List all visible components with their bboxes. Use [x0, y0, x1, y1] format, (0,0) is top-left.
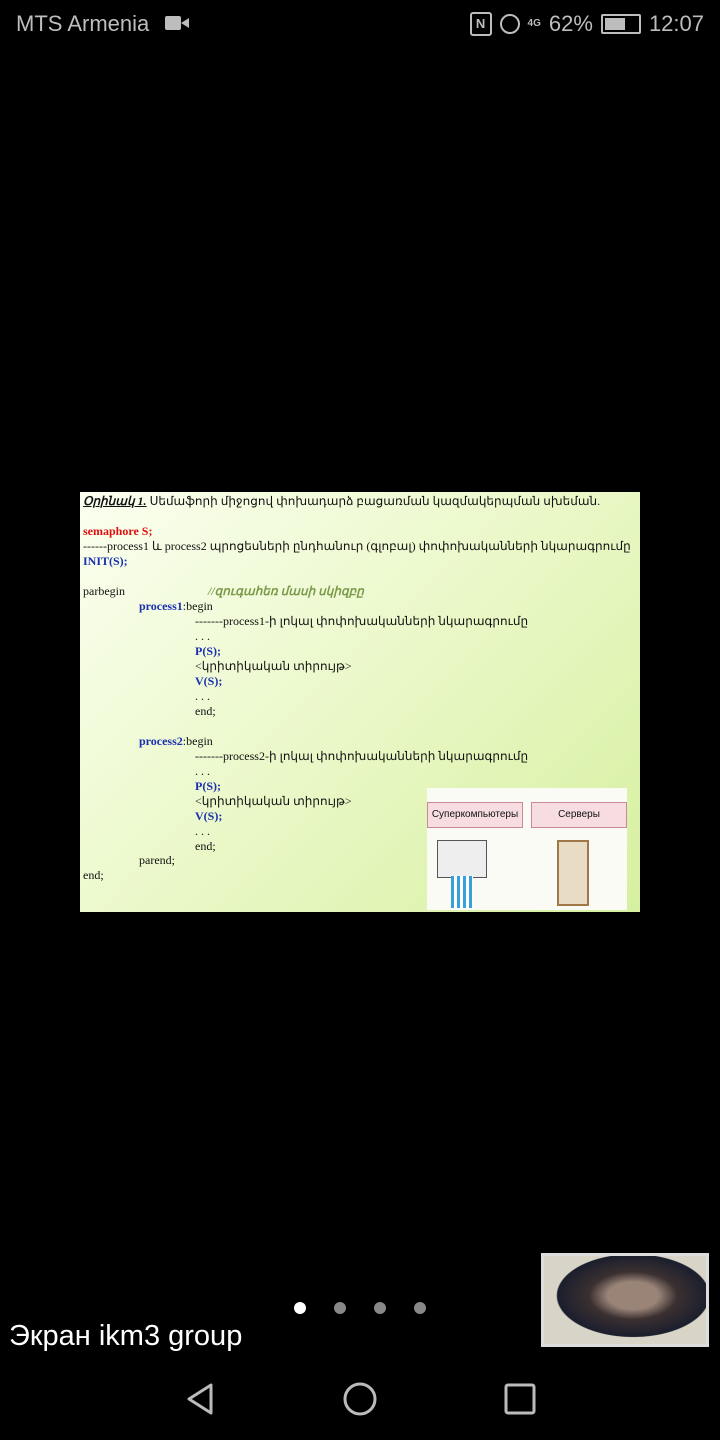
code-dots: . . .	[195, 764, 210, 778]
computers-picture: Суперкомпьютеры Серверы	[427, 788, 627, 910]
process1-name: process1	[139, 599, 183, 613]
nfc-icon: N	[469, 12, 492, 36]
code-dots: . . .	[195, 689, 210, 703]
supercomputer-icon	[437, 840, 487, 878]
page-dot[interactable]	[294, 1302, 306, 1314]
example-label: Օրինակ 1.	[83, 494, 147, 508]
code-p: P(S);	[195, 644, 221, 658]
code-process2: process2:begin	[139, 734, 213, 749]
begin: :begin	[182, 734, 213, 748]
page-dot[interactable]	[334, 1302, 346, 1314]
code-process1: process1:begin	[139, 599, 213, 614]
home-button[interactable]	[343, 1382, 377, 1416]
recents-button[interactable]	[503, 1382, 537, 1416]
battery-percent: 62%	[548, 11, 593, 36]
code-semaphore: semaphore S;	[83, 524, 153, 538]
code-globals: ------process1 և process2 պրոցեսների ընդ…	[83, 539, 631, 553]
code-critical: <կրիտիկական տիրույթ>	[195, 794, 352, 808]
code-end-final: end;	[83, 868, 104, 882]
status-bar: MTS Armenia N 4G 62% 12:07	[0, 0, 720, 50]
servers-label: Серверы	[531, 802, 627, 828]
signal-icon: 4G	[527, 18, 541, 29]
code-init: INIT(S);	[83, 554, 128, 568]
clock: 12:07	[648, 11, 704, 36]
page-dot[interactable]	[414, 1302, 426, 1314]
slide-title: Օրինակ 1. Սեմաֆորի միջոցով փոխադարձ բացա…	[83, 494, 600, 509]
back-button[interactable]	[183, 1382, 217, 1416]
code-end: end;	[195, 839, 216, 853]
code-end: end;	[195, 704, 216, 718]
code-v: V(S);	[195, 674, 223, 688]
title-text: Սեմաֆորի միջոցով փոխադարձ բացառման կազմա…	[146, 494, 601, 508]
code-p1-locals: -------process1-ի լոկալ փոփոխականների նկ…	[195, 614, 529, 628]
page-indicator	[294, 1302, 426, 1314]
shared-slide: Օրինակ 1. Սեմաֆորի միջոցով փոխադարձ բացա…	[80, 492, 640, 912]
begin: :begin	[182, 599, 213, 613]
code-comment: //զուգահեռ մասի սկիզբը	[208, 584, 364, 598]
battery-icon	[600, 14, 641, 34]
supercomputers-label: Суперкомпьютеры	[427, 802, 523, 828]
page-dot[interactable]	[374, 1302, 386, 1314]
code-dots: . . .	[195, 824, 210, 838]
alarm-icon	[499, 14, 520, 34]
code-v: V(S);	[195, 809, 223, 823]
process2-name: process2	[139, 734, 183, 748]
participant-video-thumbnail[interactable]	[541, 1253, 709, 1347]
code-parbegin: parbegin	[83, 584, 125, 598]
code-p2-locals: -------process2-ի լոկալ փոփոխականների նկ…	[195, 749, 529, 763]
code-p: P(S);	[195, 779, 221, 793]
carrier-name: MTS Armenia	[16, 11, 150, 36]
server-icon	[557, 840, 589, 906]
screen-share-label: Экран ikm3 group	[9, 1320, 243, 1352]
code-dots: . . .	[195, 629, 210, 643]
code-parend: parend;	[139, 853, 175, 867]
video-camera-icon	[165, 16, 189, 30]
supercomputer-stand	[451, 876, 473, 908]
code-critical: <կրիտիկական տիրույթ>	[195, 659, 352, 673]
